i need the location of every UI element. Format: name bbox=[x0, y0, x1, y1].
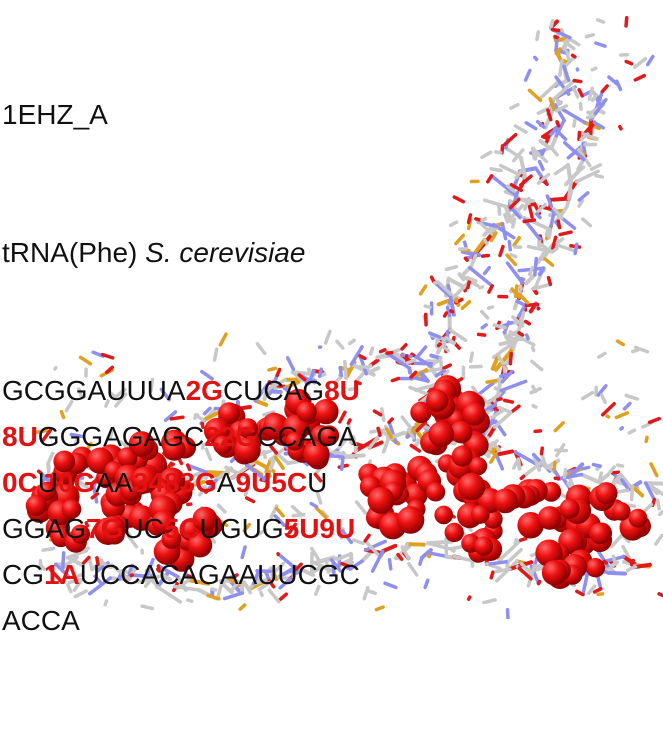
sequence-line-1: GCGGAUUUA2GCUCAG8U bbox=[2, 368, 360, 414]
nucleotide-run: GCGGAUUUA bbox=[2, 375, 186, 406]
nucleotide-run: UGUG bbox=[200, 513, 284, 544]
modified-nucleotide: 3483G bbox=[133, 467, 217, 498]
nucleotide-run: CCAGA bbox=[257, 421, 357, 452]
nucleotide-run: UCCACAGAAUUCGC bbox=[80, 559, 360, 590]
nucleotide-run: GGGAGAGC bbox=[38, 421, 204, 452]
modified-nucleotide: 0C bbox=[2, 467, 38, 498]
sequence-annotation: 1EHZ_A tRNA(Phe) S. cerevisiae GCGGAUUUA… bbox=[2, 0, 360, 736]
modified-nucleotide: 9U5C bbox=[236, 467, 308, 498]
sequence-line-3: 0CU0GAA3483GA9U5CU bbox=[2, 460, 360, 506]
sequence-line-6: ACCA bbox=[2, 598, 360, 644]
modified-nucleotide: 2G bbox=[186, 375, 223, 406]
sequence-line-5: CG1AUCCACAGAAUUCGC bbox=[2, 552, 360, 598]
nucleotide-run: GGAG bbox=[2, 513, 86, 544]
molecule-title: tRNA(Phe) S. cerevisiae bbox=[2, 230, 360, 276]
nucleotide-run: UC bbox=[123, 513, 163, 544]
pdb-id: 1EHZ_A bbox=[2, 92, 360, 138]
nucleotide-run: CG bbox=[2, 559, 44, 590]
modified-nucleotide: 8U bbox=[2, 421, 38, 452]
nucleotide-run: U bbox=[307, 467, 327, 498]
nucleotide-run: U bbox=[38, 467, 58, 498]
molecule-name: tRNA(Phe) bbox=[2, 237, 145, 268]
nucleotide-run: AA bbox=[95, 467, 132, 498]
sequence-line-2: 8UGGGAGAGC22GCCAGA bbox=[2, 414, 360, 460]
figure-canvas: 1EHZ_A tRNA(Phe) S. cerevisiae GCGGAUUUA… bbox=[0, 0, 663, 619]
modified-nucleotide: 8U bbox=[324, 375, 360, 406]
modified-nucleotide: 5C bbox=[164, 513, 200, 544]
modified-nucleotide: 22G bbox=[204, 421, 257, 452]
sequence-line-4: GGAG7GUC5CUGUG5U9U bbox=[2, 506, 360, 552]
modified-nucleotide: 5U9U bbox=[284, 513, 356, 544]
nucleotide-run: A bbox=[217, 467, 236, 498]
organism-name: S. cerevisiae bbox=[145, 237, 305, 268]
nucleotide-run: ACCA bbox=[2, 605, 80, 636]
modified-nucleotide: 0G bbox=[58, 467, 95, 498]
modified-nucleotide: 7G bbox=[86, 513, 123, 544]
modified-nucleotide: 1A bbox=[44, 559, 80, 590]
nucleotide-run: CUCAG bbox=[223, 375, 324, 406]
